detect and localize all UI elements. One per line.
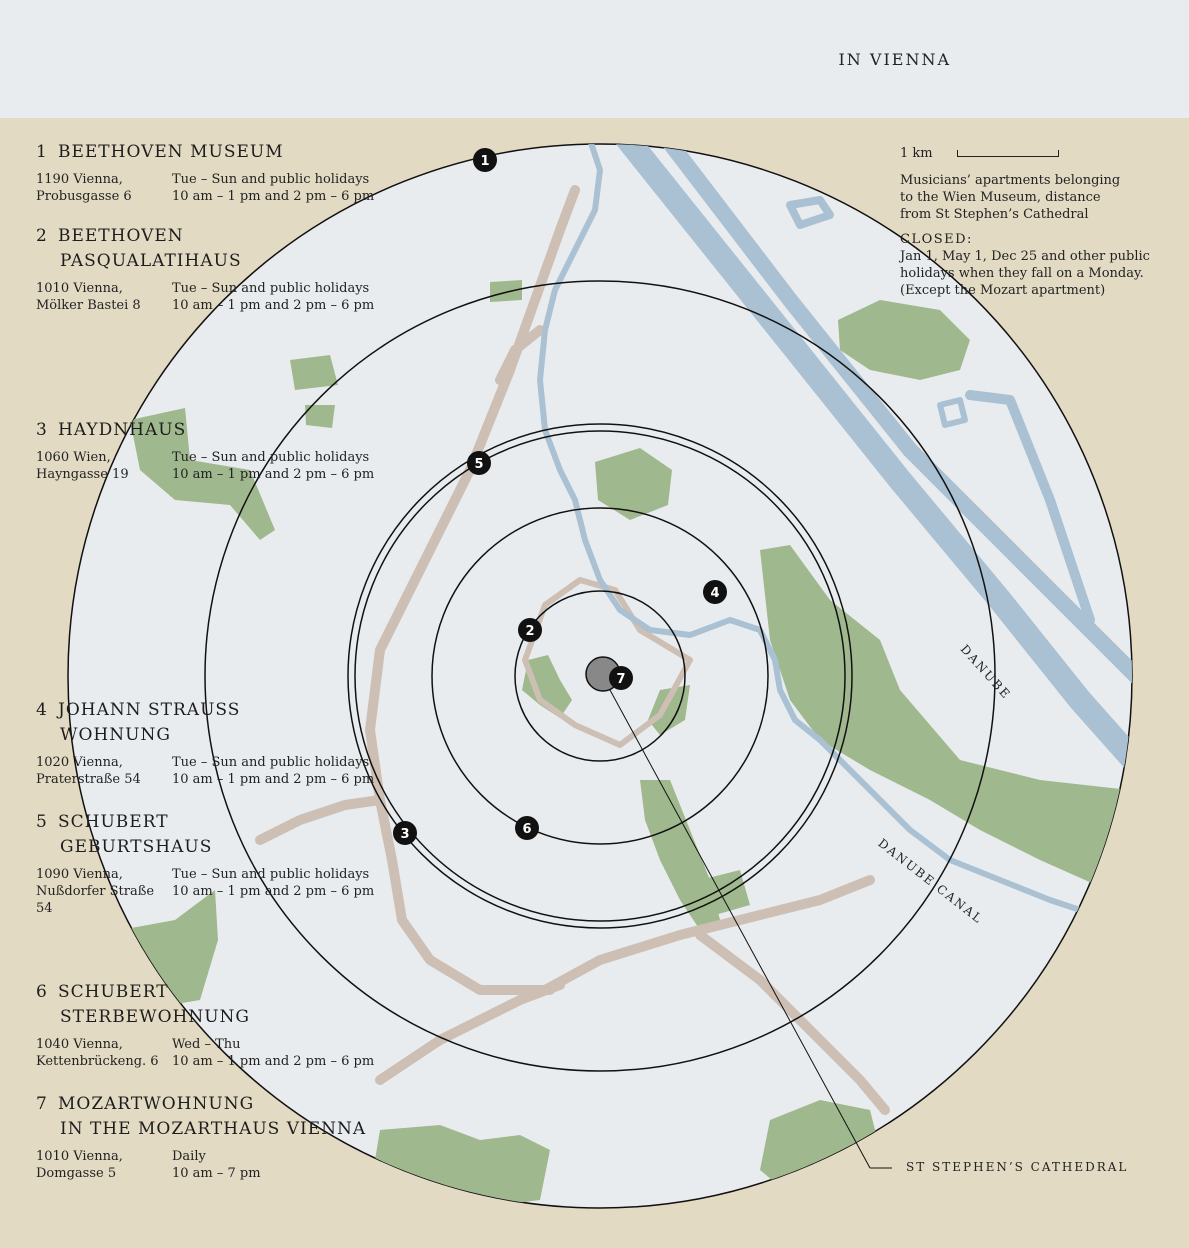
entry-title-line1: SCHUBERT [58,982,169,1002]
entry-title: 6 SCHUBERT STERBEWOHNUNG [36,980,381,1030]
entry-address-line1: 1010 Vienna, [36,1149,123,1164]
marker-1: 1 [473,148,497,172]
marker-label: 3 [400,827,409,842]
entry-days: Tue – Sun and public holidays [172,755,370,770]
marker-label: 6 [522,822,531,837]
entry-hours: 10 am – 1 pm and 2 pm – 6 pm [172,189,375,204]
entry-hours: 10 am – 1 pm and 2 pm – 6 pm [172,1054,375,1069]
entry-address-line2: Mölker Bastei 8 [36,298,141,313]
scale-bar-row: 1 km [900,145,1180,162]
entry-title-line2: WOHNUNG [60,725,171,745]
entry-title-line1: BEETHOVEN MUSEUM [58,142,284,162]
entry-address-line1: 1060 Wien, [36,450,111,465]
entry-number: 3 [36,420,48,440]
entry-title-line2: PASQUALATIHAUS [60,251,242,271]
entry-hours: 10 am – 1 pm and 2 pm – 6 pm [172,467,375,482]
entry-title: 5 SCHUBERT GEBURTSHAUS [36,810,381,860]
entry-address-line2: Nußdorfer Straße 54 [36,884,155,916]
entry-address-line2: Praterstraße 54 [36,772,141,787]
top-band [0,0,1189,118]
entry-days: Tue – Sun and public holidays [172,450,370,465]
entry-number: 1 [36,142,48,162]
entry-hours: 10 am – 1 pm and 2 pm – 6 pm [172,298,375,313]
entry-title: 7 MOZARTWOHNUNG IN THE MOZARTHAUS VIENNA [36,1092,381,1142]
entry-number: 5 [36,812,48,832]
entry-hours: 10 am – 1 pm and 2 pm – 6 pm [172,884,375,899]
entry-days: Wed – Thu [172,1037,241,1052]
entry-hours: 10 am – 7 pm [172,1166,261,1181]
entry-days: Tue – Sun and public holidays [172,172,370,187]
entry-title: 2 BEETHOVEN PASQUALATIHAUS [36,224,381,274]
entry-hours: 10 am – 1 pm and 2 pm – 6 pm [172,772,375,787]
entry-address-line2: Hayngasse 19 [36,467,129,482]
marker-label: 2 [525,624,534,639]
cathedral-label: ST STEPHEN’S CATHEDRAL [906,1160,1129,1174]
entry-days: Tue – Sun and public holidays [172,867,370,882]
entry-5: 5 SCHUBERT GEBURTSHAUS 1090 Vienna, Nußdor… [36,810,381,917]
entry-address-line1: 1020 Vienna, [36,755,123,770]
entry-title-line1: BEETHOVEN [58,226,184,246]
entry-title-line2: STERBEWOHNUNG [60,1007,250,1027]
page-header-title: IN VIENNA [838,50,951,69]
road-lines [255,185,890,1115]
distance-rings [204,280,996,1072]
marker-6: 6 [515,816,539,840]
entry-address-line1: 1090 Vienna, [36,867,123,882]
cathedral-leader-line [609,689,871,1169]
entry-title-line1: SCHUBERT [58,812,169,832]
park-areas [120,280,1130,1208]
closed-text: Jan 1, May 1, Dec 25 and other public ho… [900,249,1150,298]
entry-title-line1: JOHANN STRAUSS [58,700,241,720]
water-bodies [537,144,1132,923]
scale-label: 1 km [900,146,933,161]
entry-address-line2: Probusgasse 6 [36,189,132,204]
marker-2: 2 [518,618,542,642]
entry-address-line1: 1010 Vienna, [36,281,123,296]
entry-address-line1: 1040 Vienna, [36,1037,123,1052]
entry-1: 1 BEETHOVEN MUSEUM 1190 Vienna, Probusgass… [36,140,381,205]
marker-label: 5 [474,457,483,472]
entry-3: 3 HAYDNHAUS 1060 Wien, Hayngasse 19 Tue – … [36,418,381,483]
entry-number: 2 [36,226,48,246]
entry-title-line2: IN THE MOZARTHAUS VIENNA [60,1119,367,1139]
marker-label: 4 [710,586,719,601]
entry-title-line2: GEBURTSHAUS [60,837,213,857]
entry-address-line1: 1190 Vienna, [36,172,123,187]
scale-bar [956,150,1059,157]
entry-address-line2: Kettenbrückeng. 6 [36,1054,159,1069]
entry-days: Daily [172,1149,206,1164]
entry-title-line1: HAYDNHAUS [58,420,187,440]
marker-4: 4 [703,580,727,604]
entry-number: 7 [36,1094,48,1114]
marker-3: 3 [393,821,417,845]
entry-title-line1: MOZARTWOHNUNG [58,1094,255,1114]
marker-label: 1 [480,154,489,169]
entry-4: 4 JOHANN STRAUSS WOHNUNG 1020 Vienna, Prat… [36,698,381,788]
entry-title: 1 BEETHOVEN MUSEUM [36,140,381,165]
closed-heading: CLOSED: [900,232,973,247]
entry-address-line2: Domgasse 5 [36,1166,117,1181]
entry-title: 4 JOHANN STRAUSS WOHNUNG [36,698,381,748]
entry-2: 2 BEETHOVEN PASQUALATIHAUS 1010 Vienna, Mö… [36,224,381,314]
map-legend: 1 km Musicians’ apartments belonging to … [900,145,1180,299]
entry-number: 6 [36,982,48,1002]
marker-label: 7 [616,672,625,687]
entry-6: 6 SCHUBERT STERBEWOHNUNG 1040 Vienna, Kett… [36,980,381,1070]
entry-number: 4 [36,700,48,720]
entry-days: Tue – Sun and public holidays [172,281,370,296]
marker-7: 7 [609,666,633,690]
entry-title: 3 HAYDNHAUS [36,418,381,443]
marker-5: 5 [467,451,491,475]
legend-description: Musicians’ apartments belonging to the W… [900,173,1121,222]
